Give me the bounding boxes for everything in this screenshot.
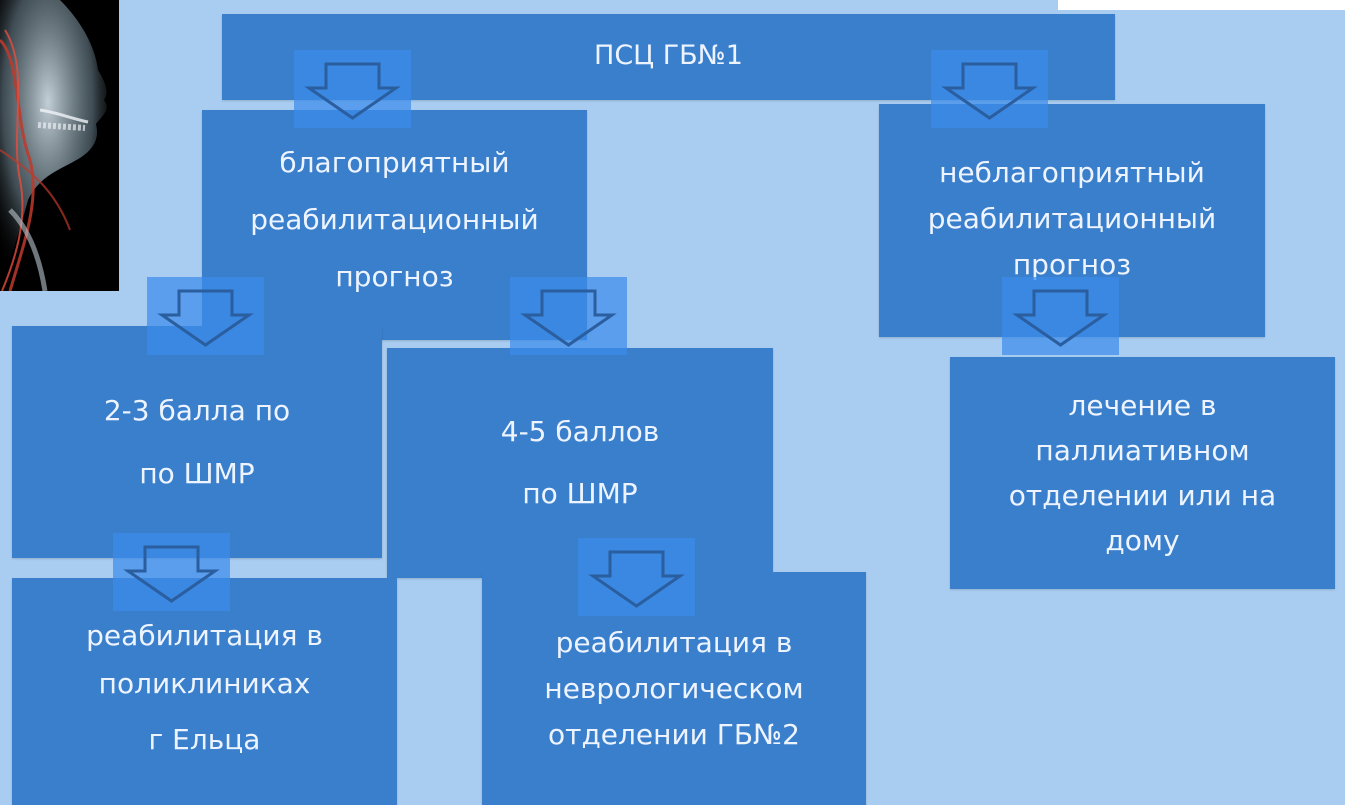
palliative-line-4: дому xyxy=(1105,524,1180,557)
rehab-clinics-line-1: реабилитация в xyxy=(86,618,323,652)
rehab-neuro-line-3: отделении ГБ№2 xyxy=(548,717,800,751)
down-arrow-icon xyxy=(1002,277,1119,355)
palliative-line-1: лечение в xyxy=(1068,389,1217,422)
down-arrow-icon xyxy=(294,50,411,128)
score-2-3-box: 2-3 балла по по ШМР xyxy=(12,326,382,558)
top-white-strip xyxy=(1058,0,1345,10)
unfavorable-line-1: неблагоприятный xyxy=(939,156,1205,189)
score-4-5-box: 4-5 баллов по ШМР xyxy=(387,348,773,578)
rehab-clinics-line-3: г Ельца xyxy=(148,722,261,756)
favorable-line-3: прогноз xyxy=(335,260,454,293)
down-arrow-icon xyxy=(510,277,627,355)
down-arrow-icon xyxy=(931,50,1048,128)
unfavorable-line-2: реабилитационный xyxy=(927,202,1217,235)
unfavorable-line-3: прогноз xyxy=(1012,248,1132,281)
palliative-line-2: паллиативном xyxy=(1035,434,1250,467)
favorable-line-1: благоприятный xyxy=(279,146,510,179)
rehab-clinics-box: реабилитация в поликлиниках г Ельца xyxy=(12,578,397,805)
score-2-3-line-1: 2-3 балла по xyxy=(103,394,291,427)
unfavorable-prognosis-box: неблагоприятный реабилитационный прогноз xyxy=(879,104,1265,337)
rehab-clinics-line-2: поликлиниках xyxy=(98,666,311,700)
score-4-5-line-1: 4-5 баллов xyxy=(500,415,660,448)
score-2-3-line-2: по ШМР xyxy=(139,457,255,490)
title-box-text: ПСЦ ГБ№1 xyxy=(594,39,743,71)
palliative-line-3: отделении или на xyxy=(1008,479,1277,512)
palliative-treatment-box: лечение в паллиативном отделении или на … xyxy=(950,357,1335,589)
down-arrow-icon xyxy=(113,533,230,611)
score-4-5-line-2: по ШМР xyxy=(522,477,638,510)
rehab-neuro-line-2: неврологическом xyxy=(544,671,804,705)
rehab-neuro-line-1: реабилитация в xyxy=(555,625,793,659)
favorable-line-2: реабилитационный xyxy=(250,203,539,236)
down-arrow-icon xyxy=(578,538,695,616)
down-arrow-icon xyxy=(147,277,264,355)
xray-head-image xyxy=(0,0,119,291)
